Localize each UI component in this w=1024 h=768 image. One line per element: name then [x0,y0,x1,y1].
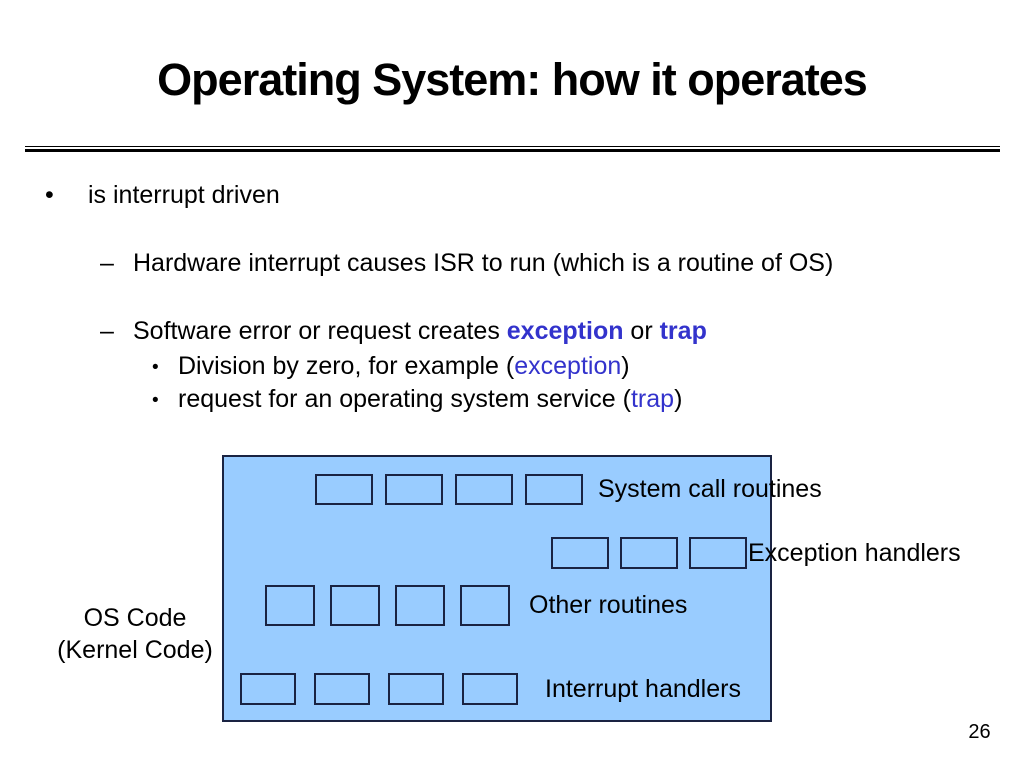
bullet-os-service-request: • request for an operating system service… [152,384,682,416]
routine-box [462,673,518,705]
routine-box [265,585,315,626]
routine-box [240,673,296,705]
routine-box [330,585,380,626]
bullet-text: ) [621,352,630,380]
routine-box [689,537,747,569]
keyword-exception: exception [514,352,622,380]
keyword-trap: trap [630,385,675,413]
interrupt-handler-boxes [240,673,518,705]
routine-box [315,474,373,505]
bullet-interrupt-driven: • is interrupt driven [45,180,280,210]
title-divider-rule [25,146,1000,152]
bullet-text: is interrupt driven [88,181,280,209]
os-code-caption-line1: OS Code [83,604,187,632]
other-routine-boxes [265,585,510,626]
label-interrupt-handlers: Interrupt handlers [545,674,741,703]
keyword-trap: trap [659,317,707,345]
routine-box [388,673,444,705]
os-kernel-diagram: System call routines Exception handlers … [222,455,961,722]
bullet-text: or [623,317,660,345]
bullet-text: request for an operating system service … [178,385,631,413]
routine-box [395,585,445,626]
dash-icon: – [100,317,114,345]
system-call-routine-boxes [315,474,583,505]
routine-box [385,474,443,505]
page-title: Operating System: how it operates [157,54,868,105]
bullet-software-error: –Software error or request creates excep… [100,316,707,346]
page-number: 26 [968,721,991,743]
label-other-routines: Other routines [529,591,688,619]
bullet-icon: • [152,357,159,378]
bullet-icon: • [152,390,159,411]
bullet-text: ) [674,385,683,413]
os-code-caption: OS Code (Kernel Code) [30,602,240,666]
dash-icon: – [100,249,114,277]
label-system-call-routines: System call routines [598,475,822,503]
bullet-icon: • [45,181,54,209]
bullet-text: Software error or request creates [133,317,507,345]
exception-handler-boxes [551,537,747,569]
routine-box [460,585,510,626]
routine-box [620,537,678,569]
routine-box [551,537,609,569]
os-code-caption-line2: (Kernel Code) [57,636,213,664]
routine-box [455,474,513,505]
keyword-exception: exception [506,317,624,345]
routine-box [525,474,583,505]
bullet-text: Division by zero, for example ( [178,352,515,380]
bullet-division-by-zero: • Division by zero, for example (exceptio… [152,351,630,383]
routine-box [314,673,370,705]
bullet-text: Hardware interrupt causes ISR to run (wh… [133,249,834,277]
bullet-hardware-interrupt: –Hardware interrupt causes ISR to run (w… [100,248,833,278]
label-exception-handlers: Exception handlers [748,538,961,567]
